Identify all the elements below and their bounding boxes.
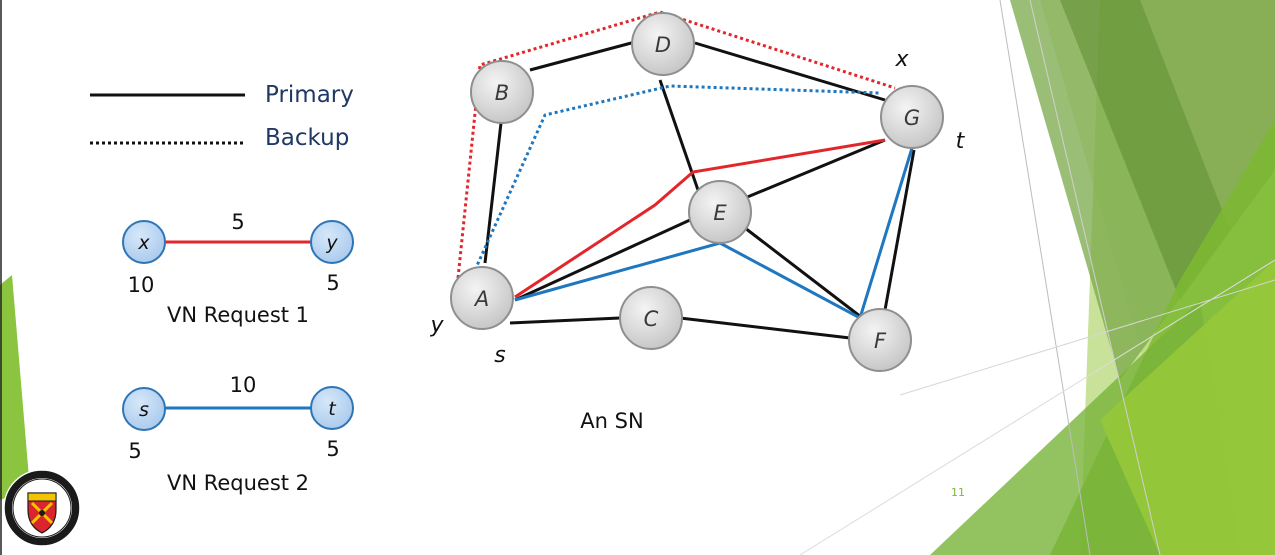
- vn2-node-t-label: t: [328, 398, 337, 420]
- link-e-g: [744, 138, 886, 200]
- vn1-label: VN Request 1: [167, 303, 309, 327]
- vn2-paths: [473, 84, 914, 321]
- sn-caption: An SN: [580, 409, 643, 433]
- vn2-backup-path: [473, 84, 881, 271]
- vn2-primary-path: [514, 147, 914, 321]
- mapping-label-a-s: s: [494, 343, 505, 368]
- node-c: C: [619, 286, 683, 350]
- university-crest-logo: [3, 469, 81, 547]
- node-f: F: [848, 308, 912, 372]
- vn1-backup-path: [456, 10, 896, 279]
- vn2-node-t: [310, 386, 354, 430]
- link-e-f: [744, 226, 866, 322]
- vn2-right-capacity: 5: [326, 437, 339, 461]
- mapping-label-g-x: x: [894, 47, 909, 72]
- mapping-label-a-y: y: [429, 313, 444, 338]
- vn1-node-x: [122, 220, 166, 264]
- vn1-node-x-label: x: [137, 232, 150, 254]
- link-d-g: [694, 41, 886, 102]
- mapping-label-g-t: t: [956, 129, 966, 154]
- vn1-link-capacity: 5: [231, 210, 244, 234]
- legend-primary-label: Primary: [265, 82, 354, 108]
- vn1-left-capacity: 10: [128, 273, 155, 297]
- node-e-label: E: [713, 201, 727, 225]
- vn-request-2: s t 10 5 5 VN Request 2: [122, 373, 354, 495]
- vn1-right-capacity: 5: [326, 271, 339, 295]
- link-g-f: [883, 149, 916, 311]
- vn2-left-capacity: 5: [128, 439, 141, 463]
- vn-request-1: x y 5 10 5 VN Request 1: [122, 210, 354, 327]
- node-g: G: [880, 85, 944, 149]
- substrate-nodes: B D G E A C F: [450, 12, 944, 372]
- node-b: B: [470, 60, 534, 124]
- node-c-label: C: [644, 307, 659, 331]
- node-f-label: F: [874, 329, 887, 353]
- decorative-left-strip: [0, 275, 30, 500]
- vn1-primary-path: [514, 138, 886, 299]
- legend: Primary Backup: [90, 82, 354, 151]
- node-d-label: D: [655, 33, 671, 57]
- node-b-label: B: [495, 81, 509, 105]
- vn1-paths: [456, 10, 896, 299]
- link-a-c: [509, 316, 621, 325]
- link-a-e: [514, 218, 691, 302]
- vn2-node-s-label: s: [139, 399, 149, 421]
- vn1-node-y-label: y: [325, 232, 338, 254]
- substrate-links: [483, 40, 916, 340]
- node-a: A: [450, 266, 514, 330]
- vn1-node-y: [310, 220, 354, 264]
- legend-backup-label: Backup: [265, 125, 349, 151]
- link-b-d: [529, 40, 636, 72]
- node-g-label: G: [904, 106, 920, 130]
- page-number: 11: [951, 486, 965, 499]
- node-d: D: [631, 12, 695, 76]
- node-e: E: [688, 180, 752, 244]
- link-c-f: [679, 316, 851, 340]
- decorative-green-facets: [799, 0, 1275, 555]
- vn2-label: VN Request 2: [167, 471, 309, 495]
- vn2-node-s: [122, 387, 166, 431]
- node-a-label: A: [473, 287, 489, 311]
- vn2-link-capacity: 10: [230, 373, 257, 397]
